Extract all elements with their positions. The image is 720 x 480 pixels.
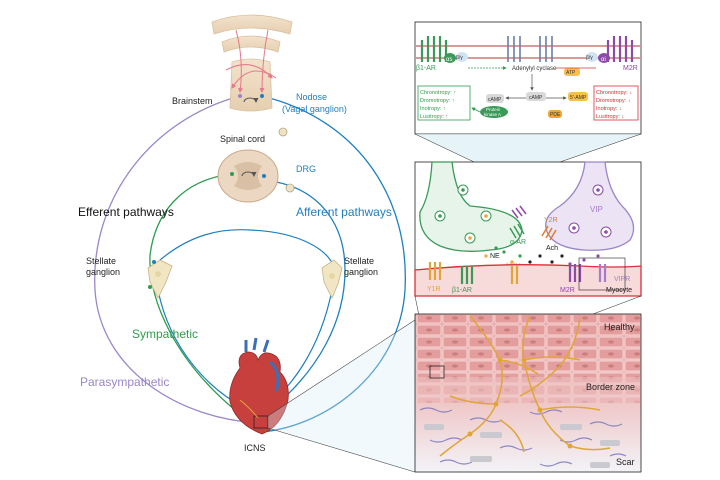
spinal-cord-illustration: [217, 149, 279, 203]
scar-label: Scar: [616, 457, 635, 467]
myocyte-highlight-box: [578, 257, 626, 291]
adenylyl-cyclase-receptor: [507, 36, 553, 62]
parasympathetic-vesicle-cores: [572, 188, 608, 234]
y2r-label: Y2R: [544, 217, 558, 224]
icns-label: ICNS: [244, 443, 266, 453]
alpha-s-label: αs: [446, 57, 452, 63]
positive-effects-box: [417, 85, 471, 121]
negative-effect-3: Inotropy: ↓: [596, 106, 622, 112]
negative-effect-2: Dromotropy: ↓: [596, 98, 631, 104]
positive-effect-3: Inotropy: ↑: [420, 106, 446, 112]
afferent-inner-line: [261, 179, 346, 413]
camp-left-box: [486, 94, 504, 103]
positive-effect-4: Lusitropy: ↑: [420, 114, 448, 120]
pka-to-effects-arrow: [471, 107, 481, 113]
afferent-loop: [261, 95, 406, 433]
stellate-right-label-1: Stellate: [344, 256, 374, 266]
protein-kinase-a: [480, 106, 508, 118]
camp-center-label: cAMP: [529, 95, 543, 101]
zoom-wedge: [268, 320, 415, 472]
parasympathetic-label: Parasympathetic: [80, 375, 169, 389]
stellate-ganglion-right: [321, 259, 343, 299]
zoom-line-signaling-left: [414, 133, 475, 163]
ne-label: NE: [490, 253, 500, 260]
alpha-s-subunit: [444, 53, 456, 63]
negative-effect-1: Chronotropy: ↓: [596, 90, 632, 96]
nerve-cell-bodies: [467, 357, 573, 449]
cardiac-nerve-fibers: [439, 315, 611, 457]
b1ar-myocyte-label: β1-AR: [452, 287, 472, 294]
zoom-line-signaling-right: [559, 133, 642, 163]
positive-effect-1: Chronotropy: ↑: [420, 90, 456, 96]
m2r-myocyte-label: M2R: [560, 287, 575, 294]
heart-illustration: [229, 337, 289, 435]
positive-effect-2: Dromotropy: ↑: [420, 98, 455, 104]
sympathetic-vesicle-cores: [438, 188, 488, 240]
camp-center-box: [526, 92, 546, 101]
stellate-ganglion-left: [147, 259, 173, 299]
beta-gamma-left: [456, 52, 468, 62]
spinal-cord-label: Spinal cord: [220, 134, 265, 144]
five-amp-box: [568, 92, 588, 101]
alpha-ar-label: α-AR: [510, 239, 526, 246]
drg-label: DRG: [296, 164, 316, 174]
parasympathetic-terminal: [545, 161, 635, 251]
healthy-label: Healthy: [604, 322, 635, 332]
alpha-i-label: αi: [601, 57, 606, 63]
vipr-label: VIPR: [614, 276, 630, 283]
tissue-highlight-box: [429, 365, 445, 379]
vip-top-label: VIP: [590, 205, 603, 214]
myocyte-receptors: [428, 262, 607, 284]
atp-label: ATP: [566, 70, 576, 76]
stellate-left-label-1: Stellate: [86, 256, 116, 266]
scar-gray-cells: [424, 424, 620, 468]
efferent-pathways-label: Efferent pathways: [78, 205, 174, 219]
b1ar-receptor: [420, 36, 448, 62]
negative-effects-box: [593, 85, 639, 121]
drg-node: [285, 183, 295, 193]
m2r-signaling-label: M2R: [623, 65, 638, 72]
protein-kinase-label-1: Protein: [486, 107, 501, 112]
sympathetic-label: Sympathetic: [132, 327, 198, 341]
pde-label: PDE: [550, 112, 561, 118]
pde-box: [548, 110, 562, 118]
y1r-label: Y1R: [427, 286, 441, 293]
terminal-receptor-purple: [511, 205, 527, 219]
brainstem-label: Brainstem: [172, 96, 213, 106]
five-amp-label: 5'-AMP: [570, 95, 587, 101]
ach-label: Ach: [546, 245, 558, 252]
brainstem-illustration: [211, 14, 293, 112]
atp-box: [564, 68, 580, 76]
border-zone-cells: [416, 377, 640, 403]
beta-gamma-right: [586, 52, 598, 62]
nodose-label: Nodose: [296, 92, 327, 102]
adenylyl-cyclase-label: Adenylyl cyclase: [512, 66, 557, 72]
zoom-line-heart-lower: [267, 427, 416, 473]
zoom-line-heart-upper: [267, 319, 416, 417]
stellate-left-label-2: ganglion: [86, 267, 120, 277]
myocyte-label: Myocyte: [606, 287, 632, 294]
camp-left-label: cAMP: [488, 97, 502, 103]
healthy-tissue-cells: [416, 315, 640, 377]
negative-effect-4: Lusitropy: ↓: [596, 114, 624, 120]
alpha-ar-receptor: [509, 223, 525, 239]
beta-gamma-left-label: β/γ: [456, 55, 463, 61]
border-zone-label: Border zone: [586, 382, 635, 392]
y2r-receptor: [541, 225, 557, 241]
m2r-receptor: [606, 36, 634, 62]
zoom-wedge-signaling: [415, 134, 641, 162]
sympathetic-terminal: [419, 161, 523, 252]
vagal-ganglion-label: (Vagal ganglion): [282, 104, 347, 114]
sympathetic-efferent-line: [149, 173, 236, 411]
b1ar-signaling-label: β1-AR: [416, 65, 436, 72]
protein-kinase-label-2: kinase A: [484, 112, 501, 117]
stellate-to-heart-left: [159, 229, 336, 271]
stellate-right-label-2: ganglion: [344, 267, 378, 277]
parasympathetic-loop: [94, 95, 263, 424]
beta-gamma-right-label: β/γ: [586, 55, 593, 61]
alpha-i-subunit: [598, 53, 610, 63]
nodose-ganglion-node: [278, 127, 288, 137]
afferent-pathways-label: Afferent pathways: [296, 205, 392, 219]
